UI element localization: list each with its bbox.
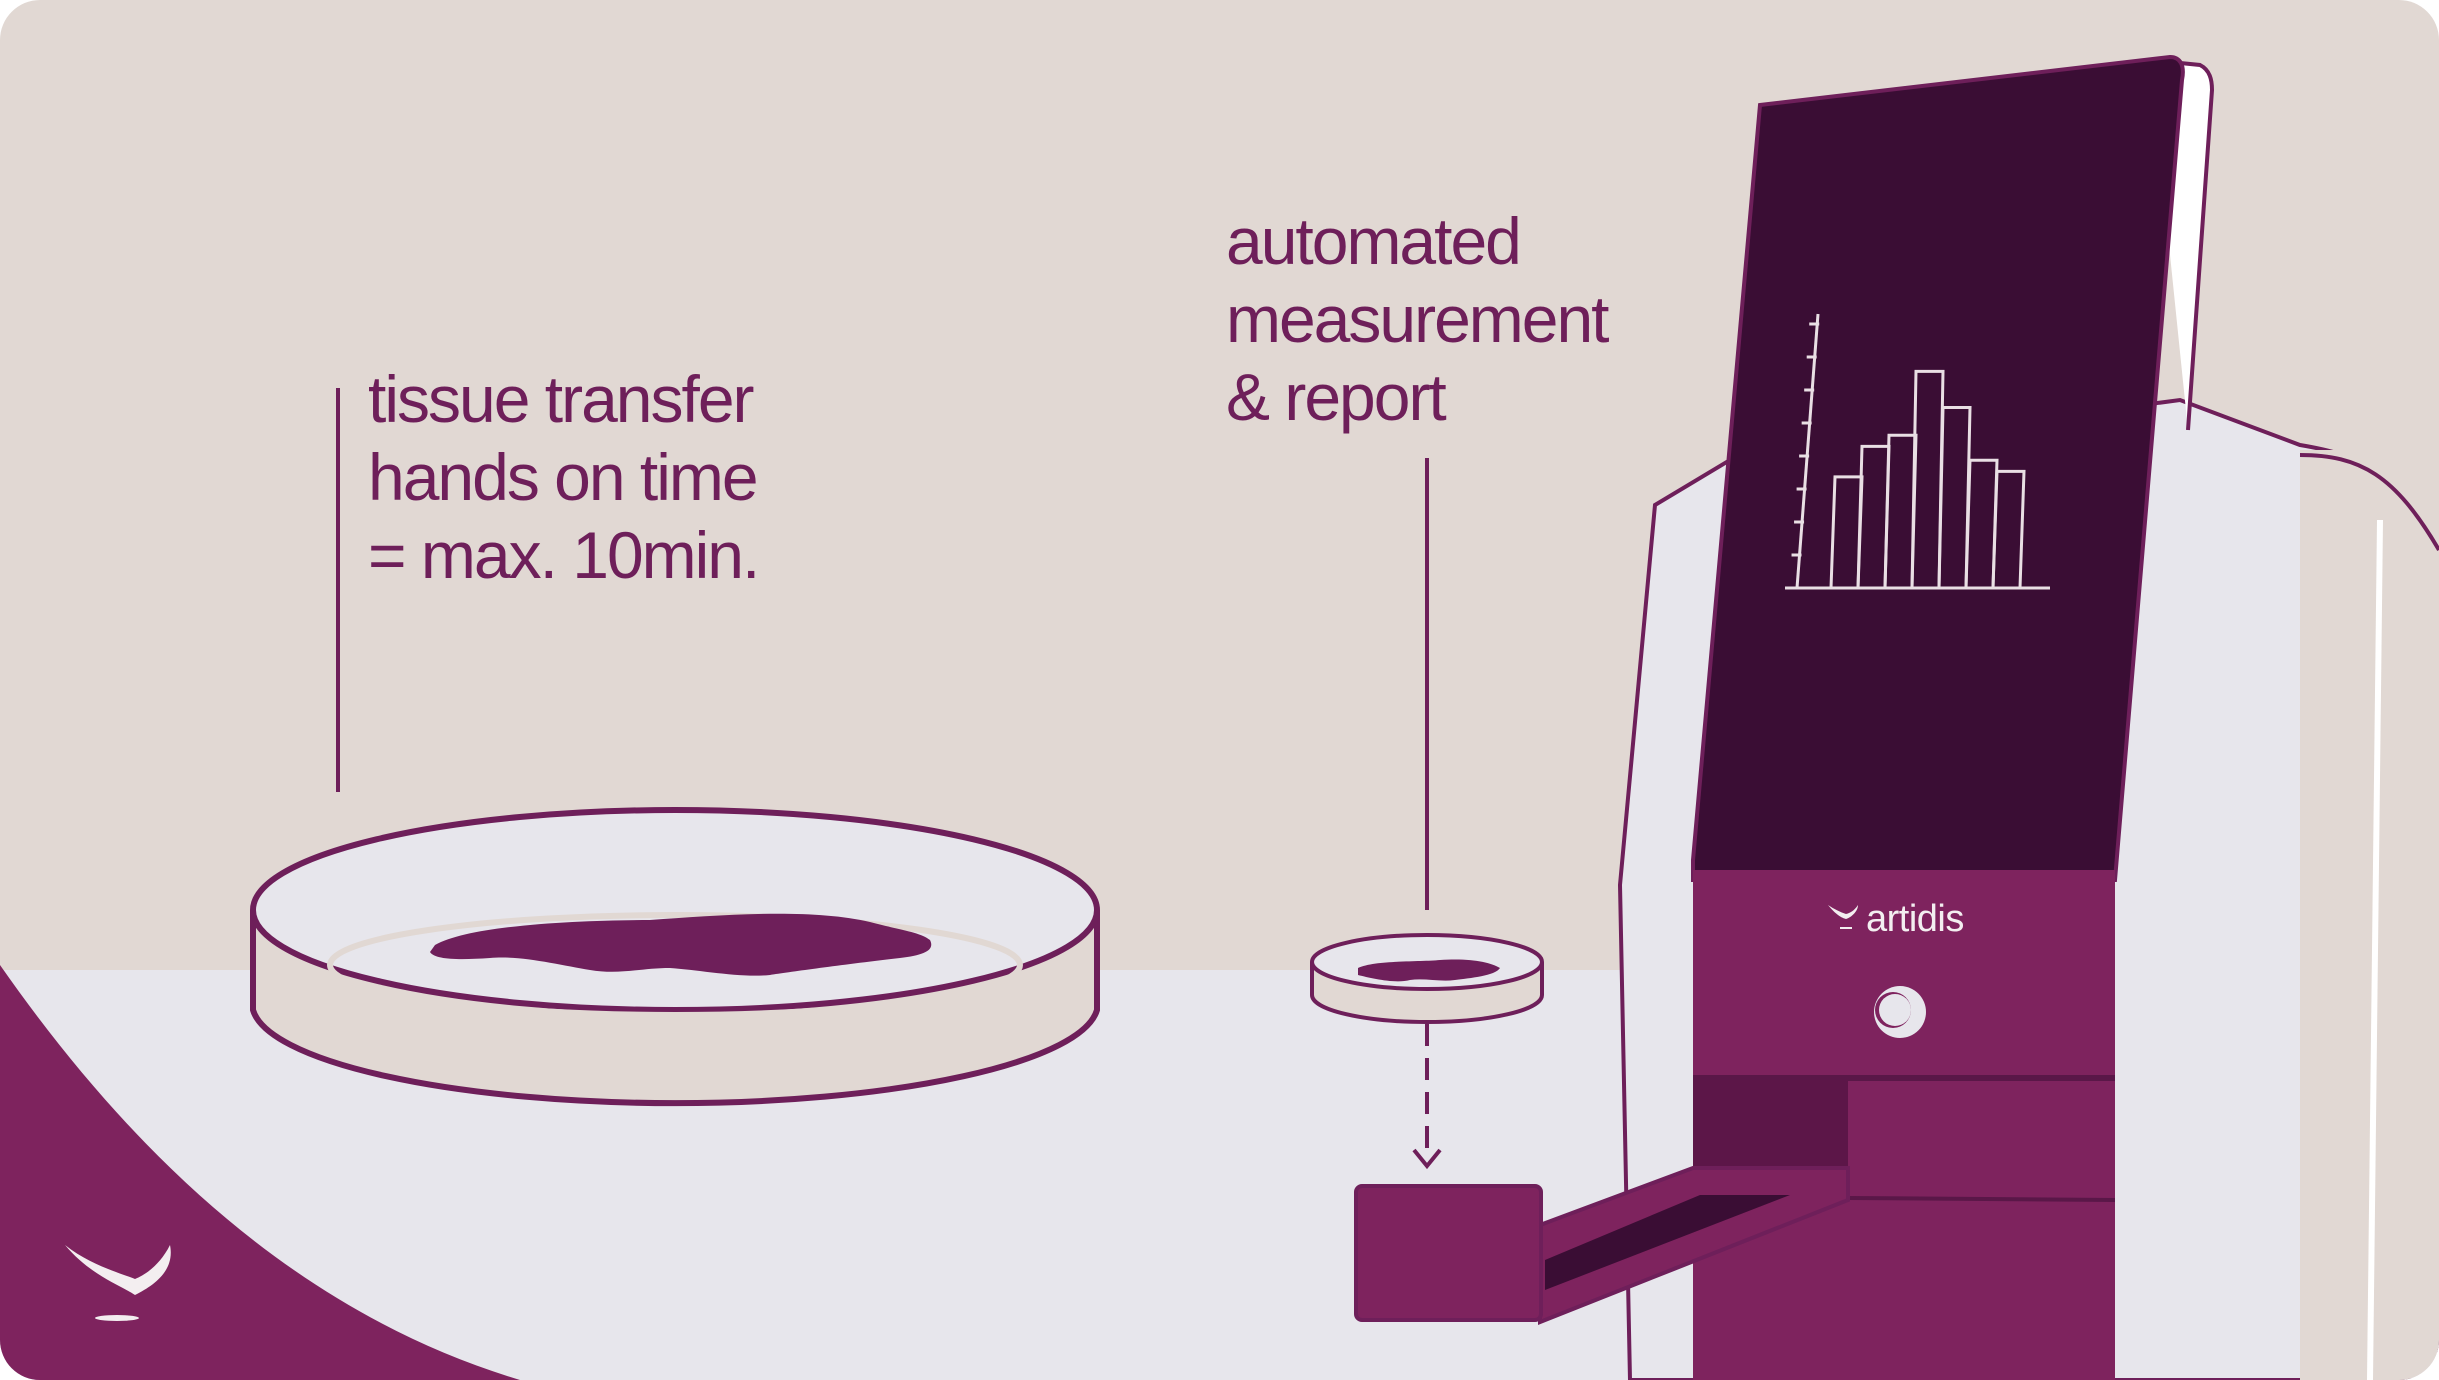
chart-y-axis bbox=[1795, 313, 1820, 589]
tissue-transfer-label: tissue transfer hands on time = max. 10m… bbox=[368, 360, 760, 594]
automated-label-line: measurement bbox=[1226, 282, 1610, 356]
automated-label-line: & report bbox=[1226, 360, 1447, 434]
large-tissue-sample bbox=[430, 913, 932, 976]
automated-measurement-label: automated measurement & report bbox=[1226, 202, 1610, 436]
screen-chart bbox=[1785, 313, 2050, 590]
corner-logo-icon bbox=[65, 1245, 171, 1321]
small-petri-dish bbox=[1310, 933, 1544, 1024]
tissue-label-line: hands on time bbox=[368, 440, 759, 514]
artidis-logo-icon bbox=[1828, 905, 1858, 929]
power-button-icon bbox=[1874, 986, 1926, 1038]
arrow-down-icon bbox=[1412, 1148, 1442, 1170]
automated-label-line: automated bbox=[1226, 204, 1522, 278]
small-tissue-sample bbox=[1358, 959, 1500, 982]
chart-bar bbox=[1991, 469, 2026, 589]
corner-swoosh bbox=[0, 965, 520, 1380]
large-petri-dish bbox=[250, 807, 1100, 1107]
tissue-label-line: = max. 10min. bbox=[368, 518, 760, 592]
tissue-label-line: tissue transfer bbox=[368, 362, 755, 436]
device-brand-label: artidis bbox=[1866, 898, 1964, 940]
drawer-sample-holder bbox=[1354, 1184, 1543, 1322]
device-screen bbox=[1691, 54, 2185, 882]
